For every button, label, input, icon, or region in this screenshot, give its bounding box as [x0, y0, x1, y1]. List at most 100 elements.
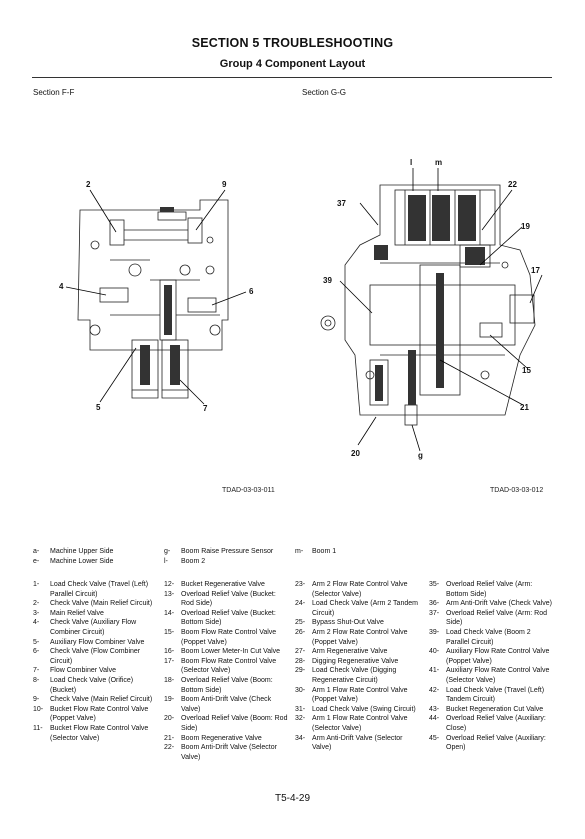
legend-text: Flow Combiner Valve — [50, 667, 117, 675]
section-gg-drawing: l m 37 22 19 17 39 15 21 20 g — [320, 158, 543, 460]
legend-text: Overload Relief Valve (Bucket: Bottom Si… — [181, 609, 276, 627]
legend-item: e- Machine Lower Side — [33, 557, 153, 567]
callout-37: 37 — [337, 199, 346, 208]
legend-text: Arm 2 Flow Rate Control Valve (Poppet Va… — [312, 628, 408, 646]
legend-key: 10- — [33, 705, 44, 713]
legend-key: 22- — [164, 744, 175, 752]
legend-key: 44- — [429, 715, 440, 723]
legend-item: 3-Main Relief Valve — [33, 609, 158, 619]
legend-text: Boom 2 — [181, 557, 206, 565]
callout-22: 22 — [508, 180, 517, 189]
legend-text: Load Check Valve (Travel (Left) Parallel… — [50, 581, 149, 598]
legend-key: 20- — [164, 715, 175, 723]
legend-text: Boom Lower Meter-In Cut Valve — [181, 648, 281, 656]
legend-text: Overload Relief Valve (Arm: Bottom Side) — [446, 581, 533, 598]
legend-item: 10- Bucket Flow Rate Control Valve (Poppe… — [33, 705, 158, 724]
callout-20: 20 — [351, 449, 360, 458]
legend-key: 19- — [164, 696, 175, 704]
legend-text: Machine Lower Side — [50, 557, 114, 565]
legend-item: 7-Flow Combiner Valve — [33, 666, 158, 676]
legend-text: Check Valve (Flow Combiner Circuit) — [50, 648, 141, 665]
legend-item: 12- Bucket Regenerative Valve — [164, 580, 290, 590]
legend-key: 35- — [429, 581, 440, 588]
legend-text: Check Valve (Main Relief Circuit) — [50, 696, 153, 704]
legend-item: 42-Load Check Valve (Travel (Left) Tande… — [429, 686, 553, 705]
legend-item: 11-Bucket Flow Rate Control Valve (Selec… — [33, 724, 158, 743]
callout-g: g — [418, 451, 423, 460]
callout-6: 6 — [249, 287, 254, 296]
legend-item: 1-Load Check Valve (Travel (Left) Parall… — [33, 580, 158, 599]
legend-text: Digging Regenerative Valve — [312, 657, 399, 665]
legend-text: Load Check Valve (Arm 2 Tandem Circuit) — [312, 600, 418, 617]
section-label-right: Section G-G — [302, 88, 347, 97]
legend-letters-col-3: m-Boom 1 — [295, 547, 415, 557]
legend-item: 19-Boom Anti-Drift Valve (Check Valve) — [164, 695, 290, 714]
legend-column-3: 23- Arm 2 Flow Rate Control Valve (Select… — [295, 580, 423, 753]
legend-text: Bucket Regenerative Valve — [181, 581, 265, 588]
legend-item: 43-Bucket Regeneration Cut Valve — [429, 705, 553, 715]
legend-key: g- — [164, 548, 171, 555]
section-label-left: Section F-F — [33, 88, 75, 97]
callout-m: m — [435, 158, 442, 167]
legend-item: g-Boom Raise Pressure Sensor — [164, 547, 289, 557]
legend-key: 23- — [295, 581, 306, 588]
callout-17: 17 — [531, 266, 540, 275]
legend-key: 12- — [164, 581, 175, 588]
legend-column-1: 1-Load Check Valve (Travel (Left) Parall… — [33, 580, 158, 743]
legend-item: 6-Check Valve (Flow Combiner Circuit) — [33, 647, 158, 666]
legend-key: 8- — [33, 676, 40, 684]
legend-key: 16- — [164, 648, 175, 656]
legend-letters-col-1: a-Machine Upper Side e- Machine Lower Sid… — [33, 547, 153, 566]
legend-key: 9- — [33, 696, 40, 704]
legend-key: 13- — [164, 590, 175, 598]
legend-column-4: 35- Overload Relief Valve (Arm: Bottom Si… — [429, 580, 553, 753]
legend-key: 32- — [295, 715, 306, 723]
legend-item: 36-Arm Anti-Drift Valve (Check Valve) — [429, 599, 553, 609]
figure-code-right: TDAD-03-03-012 — [490, 487, 544, 494]
legend-item: 23- Arm 2 Flow Rate Control Valve (Select… — [295, 580, 423, 599]
callout-19: 19 — [521, 222, 530, 231]
legend-key: 36- — [429, 600, 440, 608]
legend-text: Bucket Flow Rate Control Valve (Selector… — [50, 724, 149, 742]
legend-item: a-Machine Upper Side — [33, 547, 153, 557]
callout-39: 39 — [323, 276, 332, 285]
callout-21: 21 — [520, 403, 529, 412]
legend-item: l-Boom 2 — [164, 557, 289, 567]
legend-item: 25-Bypass Shut-Out Valve — [295, 618, 423, 628]
legend-text: Machine Upper Side — [50, 548, 114, 555]
legend-text: Auxiliary Flow Combiner Valve — [50, 638, 145, 646]
legend-item: 26-Arm 2 Flow Rate Control Valve (Poppet… — [295, 628, 423, 647]
legend-item: 32-Arm 1 Flow Rate Control Valve (Select… — [295, 714, 423, 733]
legend-item: 15-Boom Flow Rate Control Valve (Poppet … — [164, 628, 290, 647]
page-number: T5-4-29 — [274, 793, 310, 804]
legend-text: Overload Relief Valve (Auxiliary: Close) — [446, 715, 546, 732]
legend-text: Arm 2 Flow Rate Control Valve (Selector … — [312, 581, 408, 598]
legend-text: Boom Regenerative Valve — [181, 734, 262, 742]
legend-item: 40-Auxiliary Flow Rate Control Valve (Po… — [429, 647, 553, 666]
legend-key: m- — [295, 548, 304, 555]
legend-item: 2-Check Valve (Main Relief Circuit) — [33, 599, 158, 609]
legend-text: Overload Relief Valve (Boom: Bottom Side… — [181, 676, 273, 694]
legend-text: Load Check Valve (Digging Regenerative C… — [312, 667, 397, 684]
legend-text: Load Check Valve (Boom 2 Parallel Circui… — [446, 628, 531, 646]
legend-item: 28-Digging Regenerative Valve — [295, 657, 423, 667]
legend-key: 3- — [33, 609, 40, 617]
callout-5: 5 — [96, 403, 101, 412]
legend-key: 45- — [429, 734, 440, 742]
legend-item: 39-Load Check Valve (Boom 2 Parallel Cir… — [429, 628, 553, 647]
legend-key: 41- — [429, 667, 440, 675]
legend-text: Arm 1 Flow Rate Control Valve (Poppet Va… — [312, 686, 408, 704]
legend-letters-col-2: g-Boom Raise Pressure Sensor l-Boom 2 — [164, 547, 289, 566]
page-title: SECTION 5 TROUBLESHOOTING — [191, 36, 394, 50]
legend-key: 29- — [295, 667, 306, 675]
legend-item: 16- Boom Lower Meter-In Cut Valve — [164, 647, 290, 657]
legend-text: Overload Relief Valve (Boom: Rod Side) — [181, 715, 288, 732]
legend-text: Overload Relief Valve (Auxiliary: Open) — [446, 734, 546, 752]
legend-text: Boom Flow Rate Control Valve (Poppet Val… — [181, 628, 277, 646]
legend-key: 40- — [429, 648, 440, 656]
legend-text: Overload Relief Valve (Bucket: Rod Side) — [181, 590, 276, 608]
legend-text: Bucket Flow Rate Control Valve (Poppet V… — [50, 705, 149, 723]
legend-text: Check Valve (Main Relief Circuit) — [50, 600, 153, 608]
legend-text: Load Check Valve (Orifice) (Bucket) — [50, 676, 134, 694]
legend-key: e- — [33, 557, 40, 565]
